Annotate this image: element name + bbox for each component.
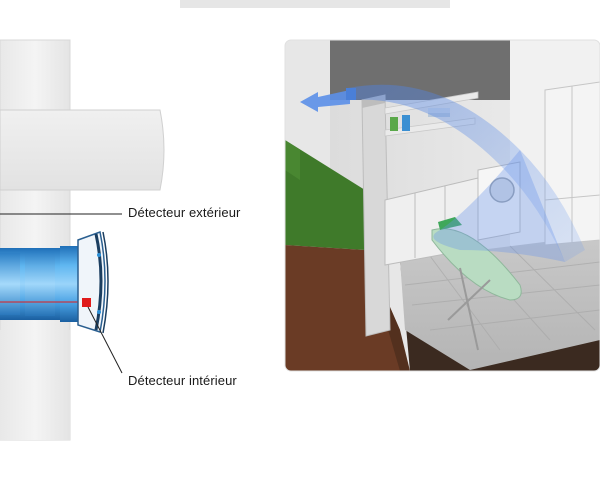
interior-sensor-leader xyxy=(87,306,123,374)
room-illustration xyxy=(285,40,600,371)
top-shadow-strip xyxy=(180,0,450,8)
room-illustration-frame xyxy=(284,39,600,372)
vent-grille xyxy=(77,230,109,334)
interior-sensor-label: Détecteur intérieur xyxy=(128,373,237,388)
interior-sensor-marker xyxy=(82,298,91,307)
wall-cross-section xyxy=(0,39,165,441)
exterior-sensor-label: Détecteur extérieur xyxy=(128,205,241,220)
ventilation-pipe xyxy=(0,246,84,322)
